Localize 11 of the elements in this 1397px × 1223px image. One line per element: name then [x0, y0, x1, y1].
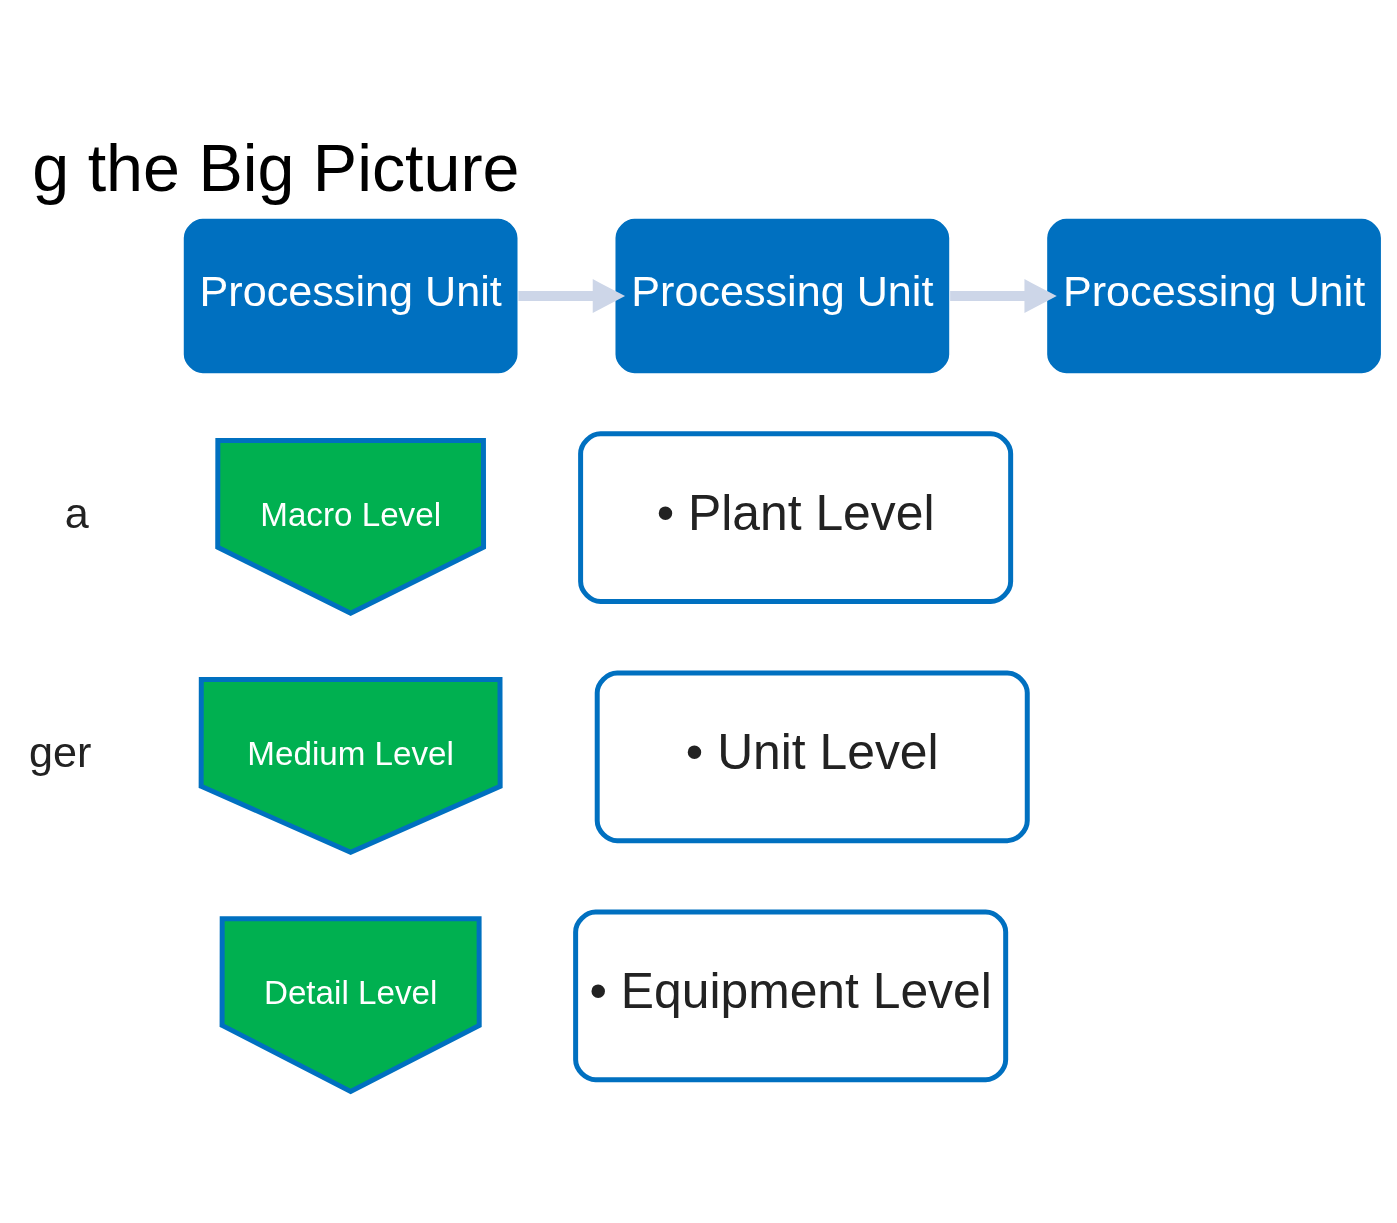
arrow [518, 279, 626, 313]
arrow [950, 279, 1057, 313]
node-box: • Plant Level [578, 431, 1014, 605]
node-box: • Unit Level [594, 670, 1030, 844]
node-box: • Equipment Level [573, 909, 1009, 1083]
node-box: Processing Unit [613, 217, 951, 375]
diagram-title: g the Big Picture [32, 131, 520, 206]
label: a [64, 489, 89, 538]
label: ger [28, 728, 92, 777]
node-box: Processing Unit [182, 217, 520, 375]
node-box: Processing Unit [1045, 217, 1383, 375]
